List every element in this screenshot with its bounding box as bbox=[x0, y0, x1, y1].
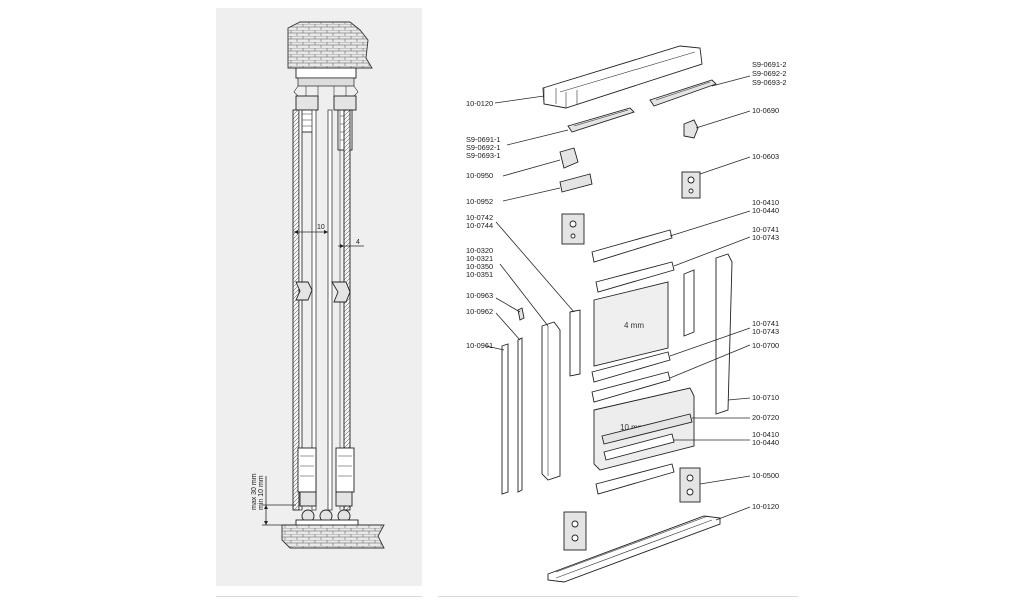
dim-gap-value: 10 bbox=[317, 224, 325, 231]
label-20-0720: 20-0720 bbox=[752, 413, 779, 422]
stopper-10-0950 bbox=[559, 147, 579, 169]
floor-brick bbox=[281, 524, 385, 549]
profile-20-0720 bbox=[601, 413, 693, 445]
divider-right bbox=[438, 596, 798, 597]
dim-floor-min: min 10 mm bbox=[258, 475, 265, 510]
clip-10-0963 bbox=[517, 307, 525, 321]
label-10-0962: 10-0962 bbox=[466, 307, 493, 316]
label-s9-0691-2: S9-0691-2 bbox=[752, 60, 787, 69]
label-10-0743-a: 10-0743 bbox=[752, 233, 779, 242]
bottom-carriage-right bbox=[335, 447, 355, 507]
label-10-0603: 10-0603 bbox=[752, 152, 779, 161]
label-10-0741-b: 10-0741 bbox=[752, 319, 779, 328]
label-10-0710: 10-0710 bbox=[752, 393, 779, 402]
bottom-carriage-left bbox=[297, 447, 317, 507]
label-10-0440-a: 10-0440 bbox=[752, 206, 779, 215]
guide-strip-2 bbox=[649, 79, 717, 107]
profile-10-0440-bottom bbox=[595, 463, 675, 495]
vertical-profile-10-0962 bbox=[517, 337, 523, 493]
guide-strip-1 bbox=[567, 107, 635, 133]
label-10-0742: 10-0742 bbox=[466, 213, 493, 222]
top-track bbox=[295, 67, 357, 79]
label-10-0950: 10-0950 bbox=[466, 171, 493, 180]
part-10-0952 bbox=[559, 173, 593, 193]
label-10-0690: 10-0690 bbox=[752, 106, 779, 115]
profile-10-0700 bbox=[591, 371, 671, 403]
label-10-0120-bottom: 10-0120 bbox=[752, 502, 779, 511]
mid-handle-right bbox=[331, 281, 351, 303]
vertical-profile-10-0961 bbox=[501, 343, 509, 495]
label-s9-0693-2: S9-0693-2 bbox=[752, 78, 787, 87]
leader-lines-right bbox=[669, 75, 751, 521]
label-10-0744: 10-0744 bbox=[466, 221, 493, 230]
section-view-panel bbox=[216, 8, 422, 586]
mid-handle-left bbox=[295, 281, 313, 301]
label-s9-0691-1: S9-0691-1 bbox=[466, 135, 501, 144]
leader-lines-left bbox=[485, 95, 575, 351]
panel-10mm-label: 10 mm bbox=[620, 423, 645, 432]
top-carriage-left bbox=[295, 95, 319, 133]
label-10-0700: 10-0700 bbox=[752, 341, 779, 350]
dim-floor-max: max 30 mm bbox=[251, 473, 258, 510]
label-10-0743-b: 10-0743 bbox=[752, 327, 779, 336]
profile-10-0410-top bbox=[591, 229, 673, 263]
clip-10-0690 bbox=[683, 119, 699, 139]
vertical-profile-10-0710 bbox=[715, 253, 733, 415]
label-10-0952: 10-0952 bbox=[466, 197, 493, 206]
label-s9-0692-2: S9-0692-2 bbox=[752, 69, 787, 78]
label-10-0500: 10-0500 bbox=[752, 471, 779, 480]
label-10-0961: 10-0961 bbox=[466, 341, 493, 350]
door-leaf-right bbox=[327, 109, 351, 511]
panel-4mm bbox=[593, 281, 669, 367]
label-10-0351: 10-0351 bbox=[466, 270, 493, 279]
vertical-profile-10-0742 bbox=[569, 309, 581, 377]
label-10-0440-b: 10-0440 bbox=[752, 438, 779, 447]
bottom-track bbox=[295, 519, 359, 526]
label-10-0741-a: 10-0741 bbox=[752, 225, 779, 234]
carriage-10-0500 bbox=[679, 467, 701, 503]
dim-glass-value: 4 bbox=[356, 239, 360, 246]
exploded-view: 4 mm 10 mm bbox=[466, 45, 787, 583]
vertical-profile-short bbox=[683, 269, 695, 337]
label-10-0320: 10-0320 bbox=[466, 246, 493, 255]
profile-10-0741-mid bbox=[591, 351, 671, 383]
carriage-10-0603 bbox=[681, 171, 701, 199]
vertical-profile-10-0320 bbox=[541, 321, 561, 481]
label-10-0120-top: 10-0120 bbox=[466, 99, 493, 108]
label-s9-0693-1: S9-0693-1 bbox=[466, 151, 501, 160]
label-10-0410-a: 10-0410 bbox=[752, 198, 779, 207]
carriage-left-top bbox=[561, 213, 585, 245]
label-10-0350: 10-0350 bbox=[466, 262, 493, 271]
label-s9-0692-1: S9-0692-1 bbox=[466, 143, 501, 152]
carriage-left-bottom bbox=[563, 511, 587, 551]
label-10-0321: 10-0321 bbox=[466, 254, 493, 263]
profile-10-0410-bottom bbox=[603, 433, 675, 461]
labels-left: 10-0120 S9-0691-1 S9-0692-1 S9-0693-1 10… bbox=[466, 99, 501, 350]
panel-4mm-label: 4 mm bbox=[624, 321, 644, 330]
divider-left bbox=[216, 596, 422, 597]
labels-right: S9-0691-2 S9-0692-2 S9-0693-2 10-0690 10… bbox=[752, 60, 787, 511]
label-10-0410-b: 10-0410 bbox=[752, 430, 779, 439]
top-track-profile bbox=[542, 45, 703, 109]
ceiling-brick bbox=[287, 21, 373, 69]
section-view: 10 4 max 30 mm min 10 mm bbox=[251, 21, 385, 549]
label-10-0963: 10-0963 bbox=[466, 291, 493, 300]
door-leaf-left bbox=[292, 109, 317, 511]
profile-10-0741-top bbox=[595, 261, 675, 293]
